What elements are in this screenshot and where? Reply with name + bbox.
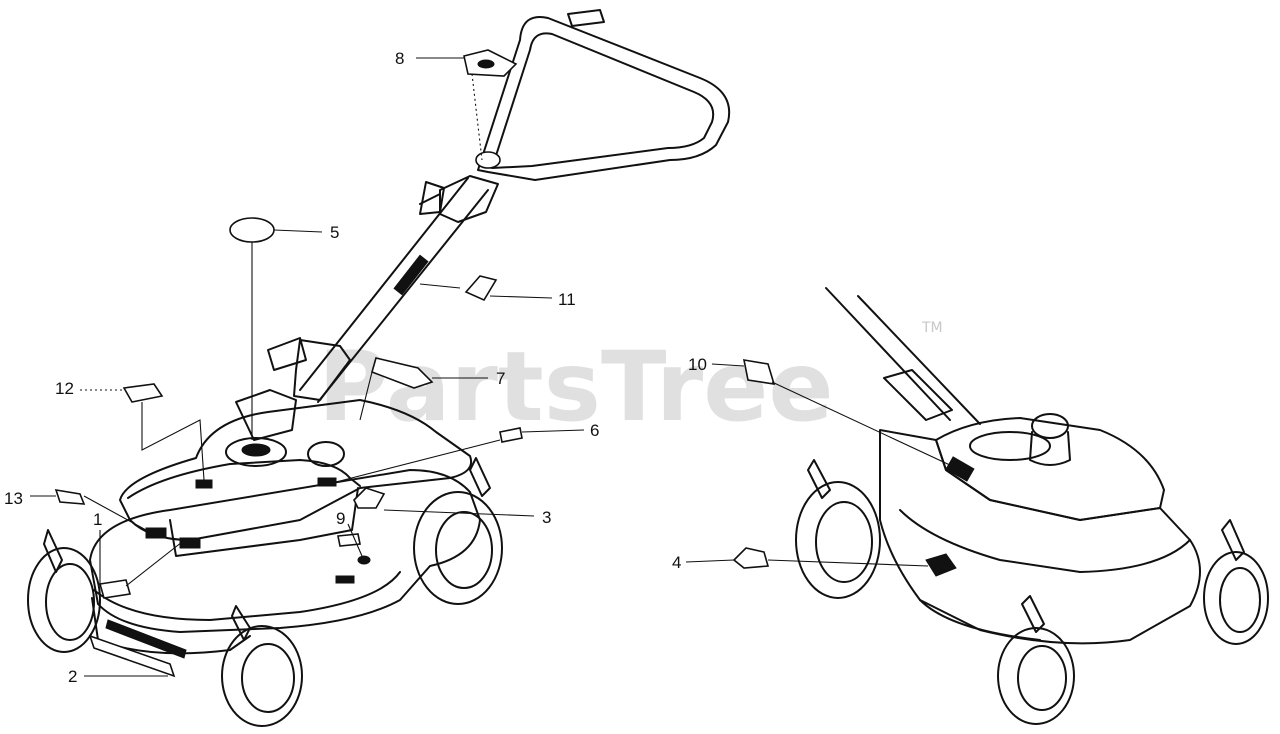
callout-10: 10 — [688, 355, 707, 374]
callout-2: 2 — [68, 667, 77, 686]
watermark-trademark: TM — [921, 320, 943, 336]
callout-13: 13 — [4, 489, 23, 508]
leader-lines — [30, 57, 953, 677]
callout-4: 4 — [672, 553, 681, 572]
callout-3: 3 — [542, 508, 551, 527]
right-mower — [795, 287, 1269, 725]
decal-6-mark — [317, 477, 337, 487]
callout-11: 11 — [558, 290, 576, 309]
callout-5: 5 — [330, 223, 339, 242]
decal-12-shape — [122, 383, 164, 403]
decal-5-shape — [229, 217, 275, 243]
decal-3-shape — [353, 487, 386, 509]
left-mower — [27, 9, 731, 727]
decal-10-shape — [742, 359, 776, 385]
decal-4-shape — [732, 547, 770, 569]
decal-mark — [195, 479, 213, 489]
decal-7-shape — [371, 357, 434, 389]
decal-4-mark — [925, 553, 957, 577]
decal-9-mark — [335, 575, 355, 584]
callout-labels: 8 5 11 7 12 6 13 3 1 9 2 10 4 — [4, 49, 707, 686]
callout-1: 1 — [93, 510, 102, 529]
callout-6: 6 — [590, 421, 599, 440]
decal-13-shape — [54, 488, 86, 505]
decal-11-mark — [393, 254, 429, 296]
decal-1-shape — [98, 579, 132, 599]
decal-2-shape — [88, 634, 176, 678]
decal-1-mark — [179, 537, 201, 549]
callout-7: 7 — [496, 369, 505, 388]
callout-12: 12 — [55, 379, 74, 398]
decal-10-mark — [945, 456, 975, 482]
callout-9: 9 — [336, 509, 345, 528]
decal-9-shape — [337, 533, 361, 547]
callout-8: 8 — [395, 49, 404, 68]
decal-6-shape — [499, 427, 523, 443]
decal-11-shape — [464, 275, 498, 302]
decal-shapes — [54, 49, 776, 678]
decal-2-mark — [105, 619, 187, 659]
watermark-text: PartsTree — [318, 331, 833, 443]
decal-13-mark — [145, 527, 167, 539]
